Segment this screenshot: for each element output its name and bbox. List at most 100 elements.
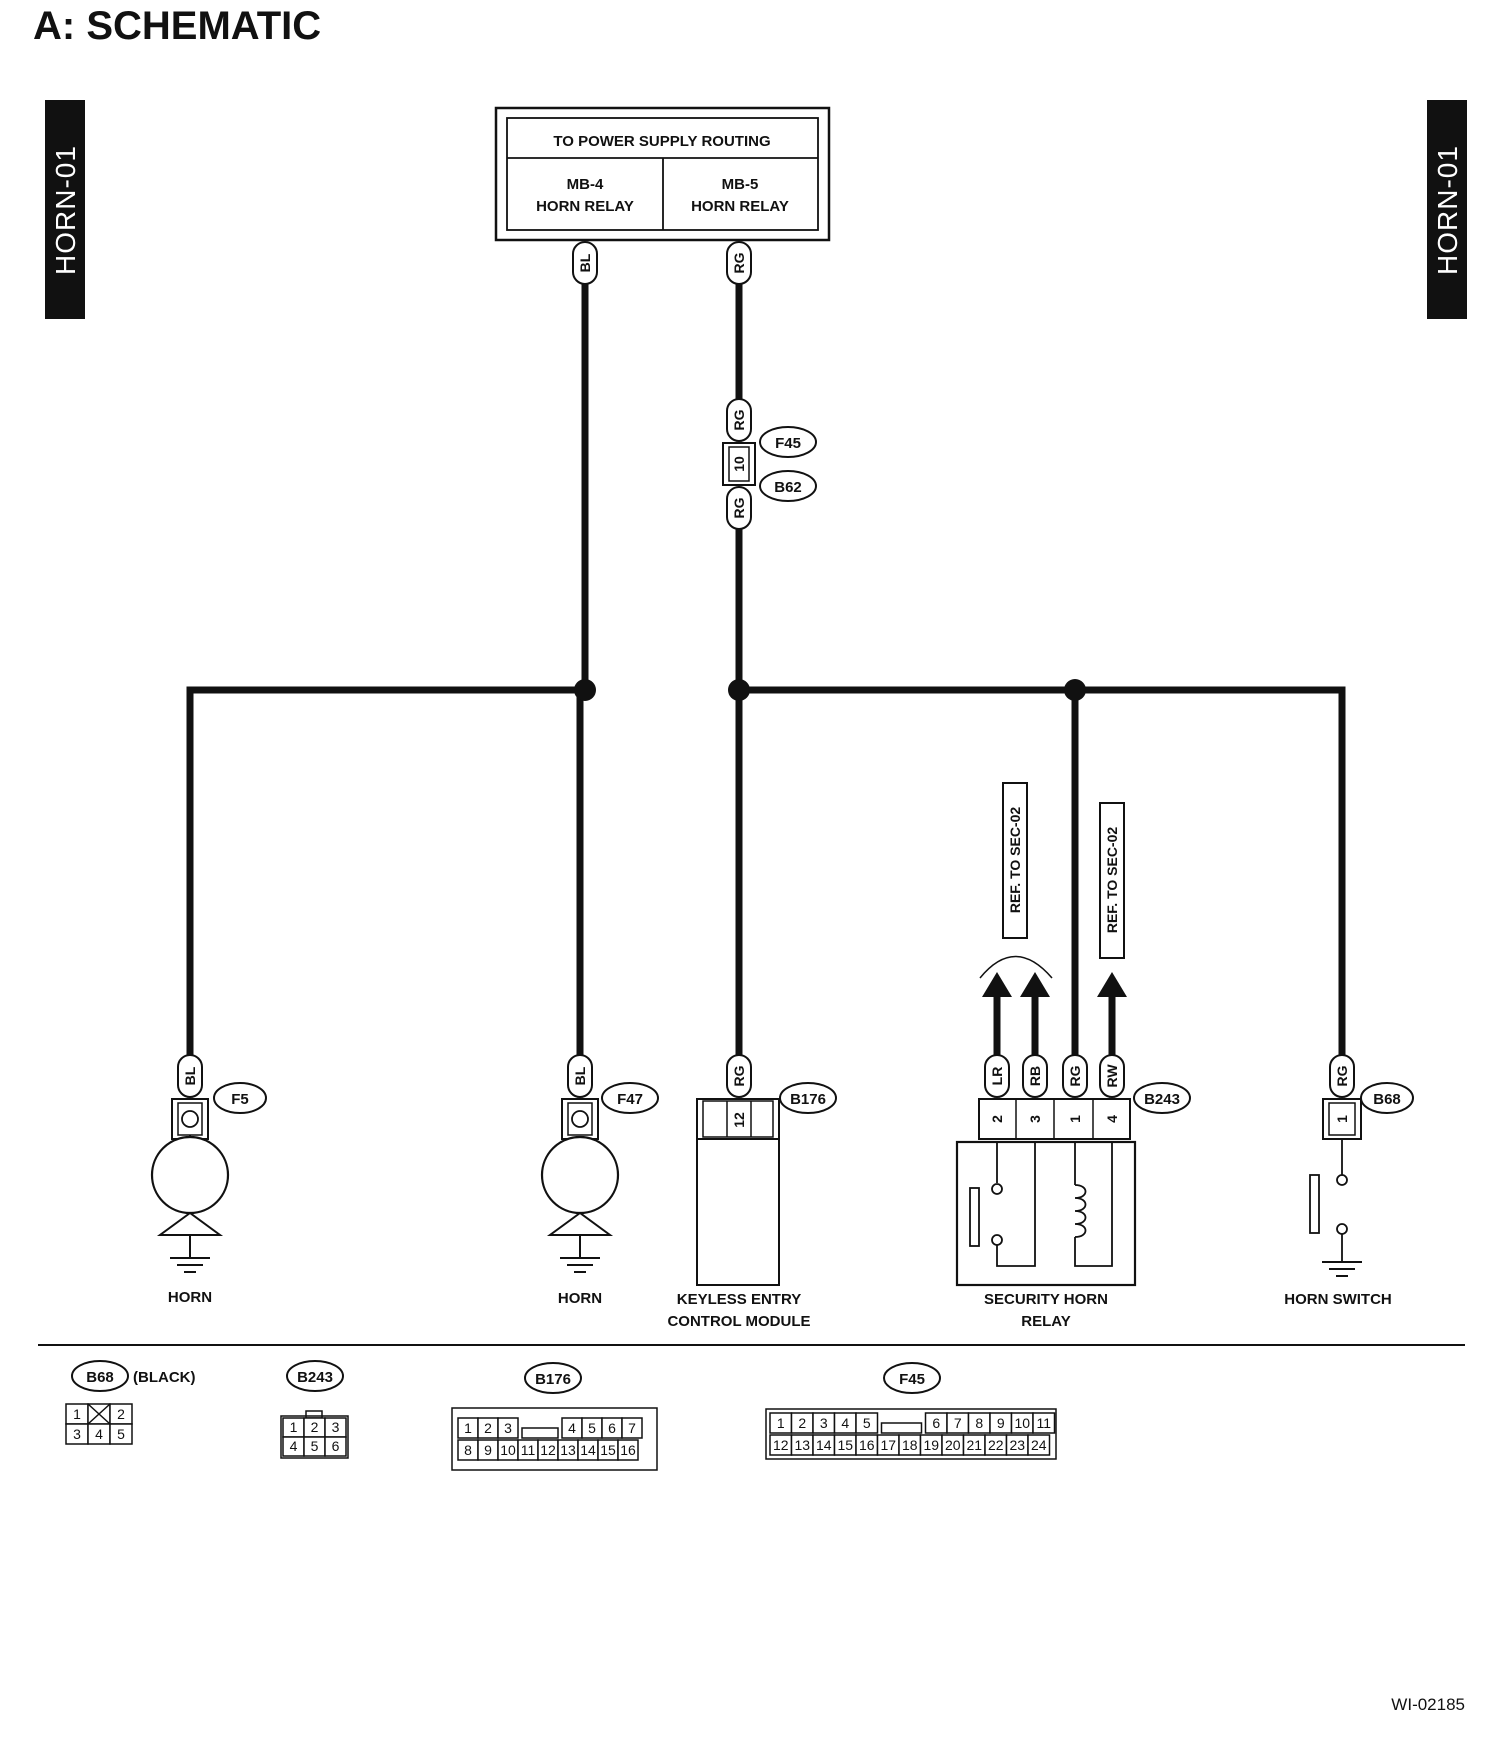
pin-number: 15 xyxy=(837,1437,853,1453)
pin-number: 8 xyxy=(975,1415,983,1431)
pin-number: 3 xyxy=(504,1420,512,1436)
side-tab-left: HORN-01 xyxy=(45,100,85,319)
pin-number: 1 xyxy=(73,1406,81,1422)
pin-number: 4 xyxy=(568,1420,576,1436)
connector-tag-f47: F47 xyxy=(601,1082,659,1114)
connector-color-note: (BLACK) xyxy=(133,1369,195,1386)
connector-id: B176 xyxy=(790,1091,826,1108)
pin-number: 3 xyxy=(1027,1115,1043,1123)
connector-id: F5 xyxy=(231,1091,249,1108)
horn-label: HORN xyxy=(168,1289,212,1306)
horn-label: HORN xyxy=(558,1290,602,1307)
connector-tag-b176: B176 xyxy=(779,1082,837,1114)
arrow-up-icon xyxy=(1097,972,1127,997)
connector-id: F45 xyxy=(899,1371,925,1388)
pin-cell xyxy=(1032,1412,1056,1434)
security-horn-relay: LR RB RG RW 2 3 1 4 SECURITY HORN RELAY xyxy=(955,1054,1137,1330)
wire-tag: RG xyxy=(726,486,752,530)
pin-number: 18 xyxy=(902,1437,918,1453)
power-box-header: TO POWER SUPPLY ROUTING xyxy=(553,133,770,150)
wire-tag: BL xyxy=(572,241,598,285)
connector-id: B68 xyxy=(1373,1091,1401,1108)
wire-color-label: BL xyxy=(577,253,593,272)
connector-id: B68 xyxy=(86,1369,114,1386)
horn-switch: RG 1 HORN SWITCH xyxy=(1284,1054,1392,1308)
pin-number: 3 xyxy=(332,1419,340,1435)
pin-number: 13 xyxy=(560,1442,576,1458)
wire-color-label: RG xyxy=(731,1065,747,1086)
ref-label: REF. TO SEC-02 xyxy=(1104,827,1120,934)
wire-color-label: RW xyxy=(1104,1064,1120,1088)
pin-number: 12 xyxy=(540,1442,556,1458)
wire-color-label: RB xyxy=(1027,1066,1043,1086)
pin-number: 10 xyxy=(1014,1415,1030,1431)
horn-f47: BL HORN xyxy=(540,1054,620,1307)
pin-number: 16 xyxy=(859,1437,875,1453)
page-title: A: SCHEMATIC xyxy=(33,4,321,48)
connector-housing xyxy=(280,1415,349,1459)
arrow-up-icon xyxy=(982,972,1012,997)
connector-id: F45 xyxy=(775,435,801,452)
pin-number: 5 xyxy=(863,1415,871,1431)
arrow-up-icon xyxy=(1020,972,1050,997)
pin-number: 20 xyxy=(945,1437,961,1453)
pin-number: 23 xyxy=(1009,1437,1025,1453)
security-relay-label-line1: SECURITY HORN xyxy=(984,1291,1108,1308)
wire-color-label: BL xyxy=(182,1066,198,1085)
pin-number: 3 xyxy=(73,1426,81,1442)
pin-number: 6 xyxy=(932,1415,940,1431)
keyless-label-line2: CONTROL MODULE xyxy=(667,1313,810,1330)
pin-number: 10 xyxy=(500,1442,516,1458)
security-relay-label-line2: RELAY xyxy=(1021,1313,1070,1330)
pin-number: 5 xyxy=(311,1438,319,1454)
pin-number: 5 xyxy=(117,1426,125,1442)
pin-number: 14 xyxy=(580,1442,596,1458)
pin-number: 21 xyxy=(966,1437,982,1453)
pin-number: 1 xyxy=(464,1420,472,1436)
pin-number: 12 xyxy=(773,1437,789,1453)
pin-number: 1 xyxy=(290,1419,298,1435)
unused-pin-icon xyxy=(87,1403,111,1425)
junction-dot xyxy=(1064,679,1086,701)
pin-number: 4 xyxy=(95,1426,103,1442)
wire-tag: RG xyxy=(726,398,752,442)
connector-key xyxy=(880,1422,923,1434)
connector-key xyxy=(305,1410,323,1419)
wire-color-label: RG xyxy=(1334,1065,1350,1086)
connector-tag-b62: B62 xyxy=(759,470,817,502)
mb4-label: MB-4 xyxy=(567,176,604,193)
wire-tag: RG xyxy=(726,241,752,285)
pin-number: 11 xyxy=(521,1442,536,1458)
pin-number: 24 xyxy=(1031,1437,1047,1453)
pin-number: 2 xyxy=(117,1406,125,1422)
ref-sec-02-left: REF. TO SEC-02 xyxy=(979,782,1053,979)
pin-number: 6 xyxy=(332,1438,340,1454)
pin-number: 12 xyxy=(731,1112,747,1128)
pin-cell xyxy=(1027,1434,1051,1456)
pin-cell xyxy=(621,1417,643,1439)
pin-number: 19 xyxy=(923,1437,939,1453)
side-tab-label-right: HORN-01 xyxy=(1432,145,1463,275)
wire-color-label: RG xyxy=(731,497,747,518)
ref-sec-02-right: REF. TO SEC-02 xyxy=(1099,802,1125,959)
side-tab-label-left: HORN-01 xyxy=(50,145,81,275)
pin-number: 2 xyxy=(989,1115,1005,1123)
pin-number: 16 xyxy=(620,1442,636,1458)
connector-id: B243 xyxy=(1144,1091,1180,1108)
connector-tag-b68: B68 xyxy=(1360,1082,1414,1114)
pin-number: 15 xyxy=(600,1442,616,1458)
pin-number: 4 xyxy=(290,1438,298,1454)
pin-number: 14 xyxy=(816,1437,832,1453)
pin-number: 17 xyxy=(880,1437,896,1453)
pin-number: 7 xyxy=(628,1420,636,1436)
connector-id: F47 xyxy=(617,1091,643,1108)
mb5-horn-relay-label: HORN RELAY xyxy=(691,198,789,215)
side-tab-right: HORN-01 xyxy=(1427,100,1467,319)
pin-number: 8 xyxy=(464,1442,472,1458)
pin-number: 3 xyxy=(820,1415,828,1431)
keyless-entry-control-module: RG 12 KEYLESS ENTRY CONTROL MODULE xyxy=(667,1054,811,1330)
wire-color-label: LR xyxy=(989,1067,1005,1086)
